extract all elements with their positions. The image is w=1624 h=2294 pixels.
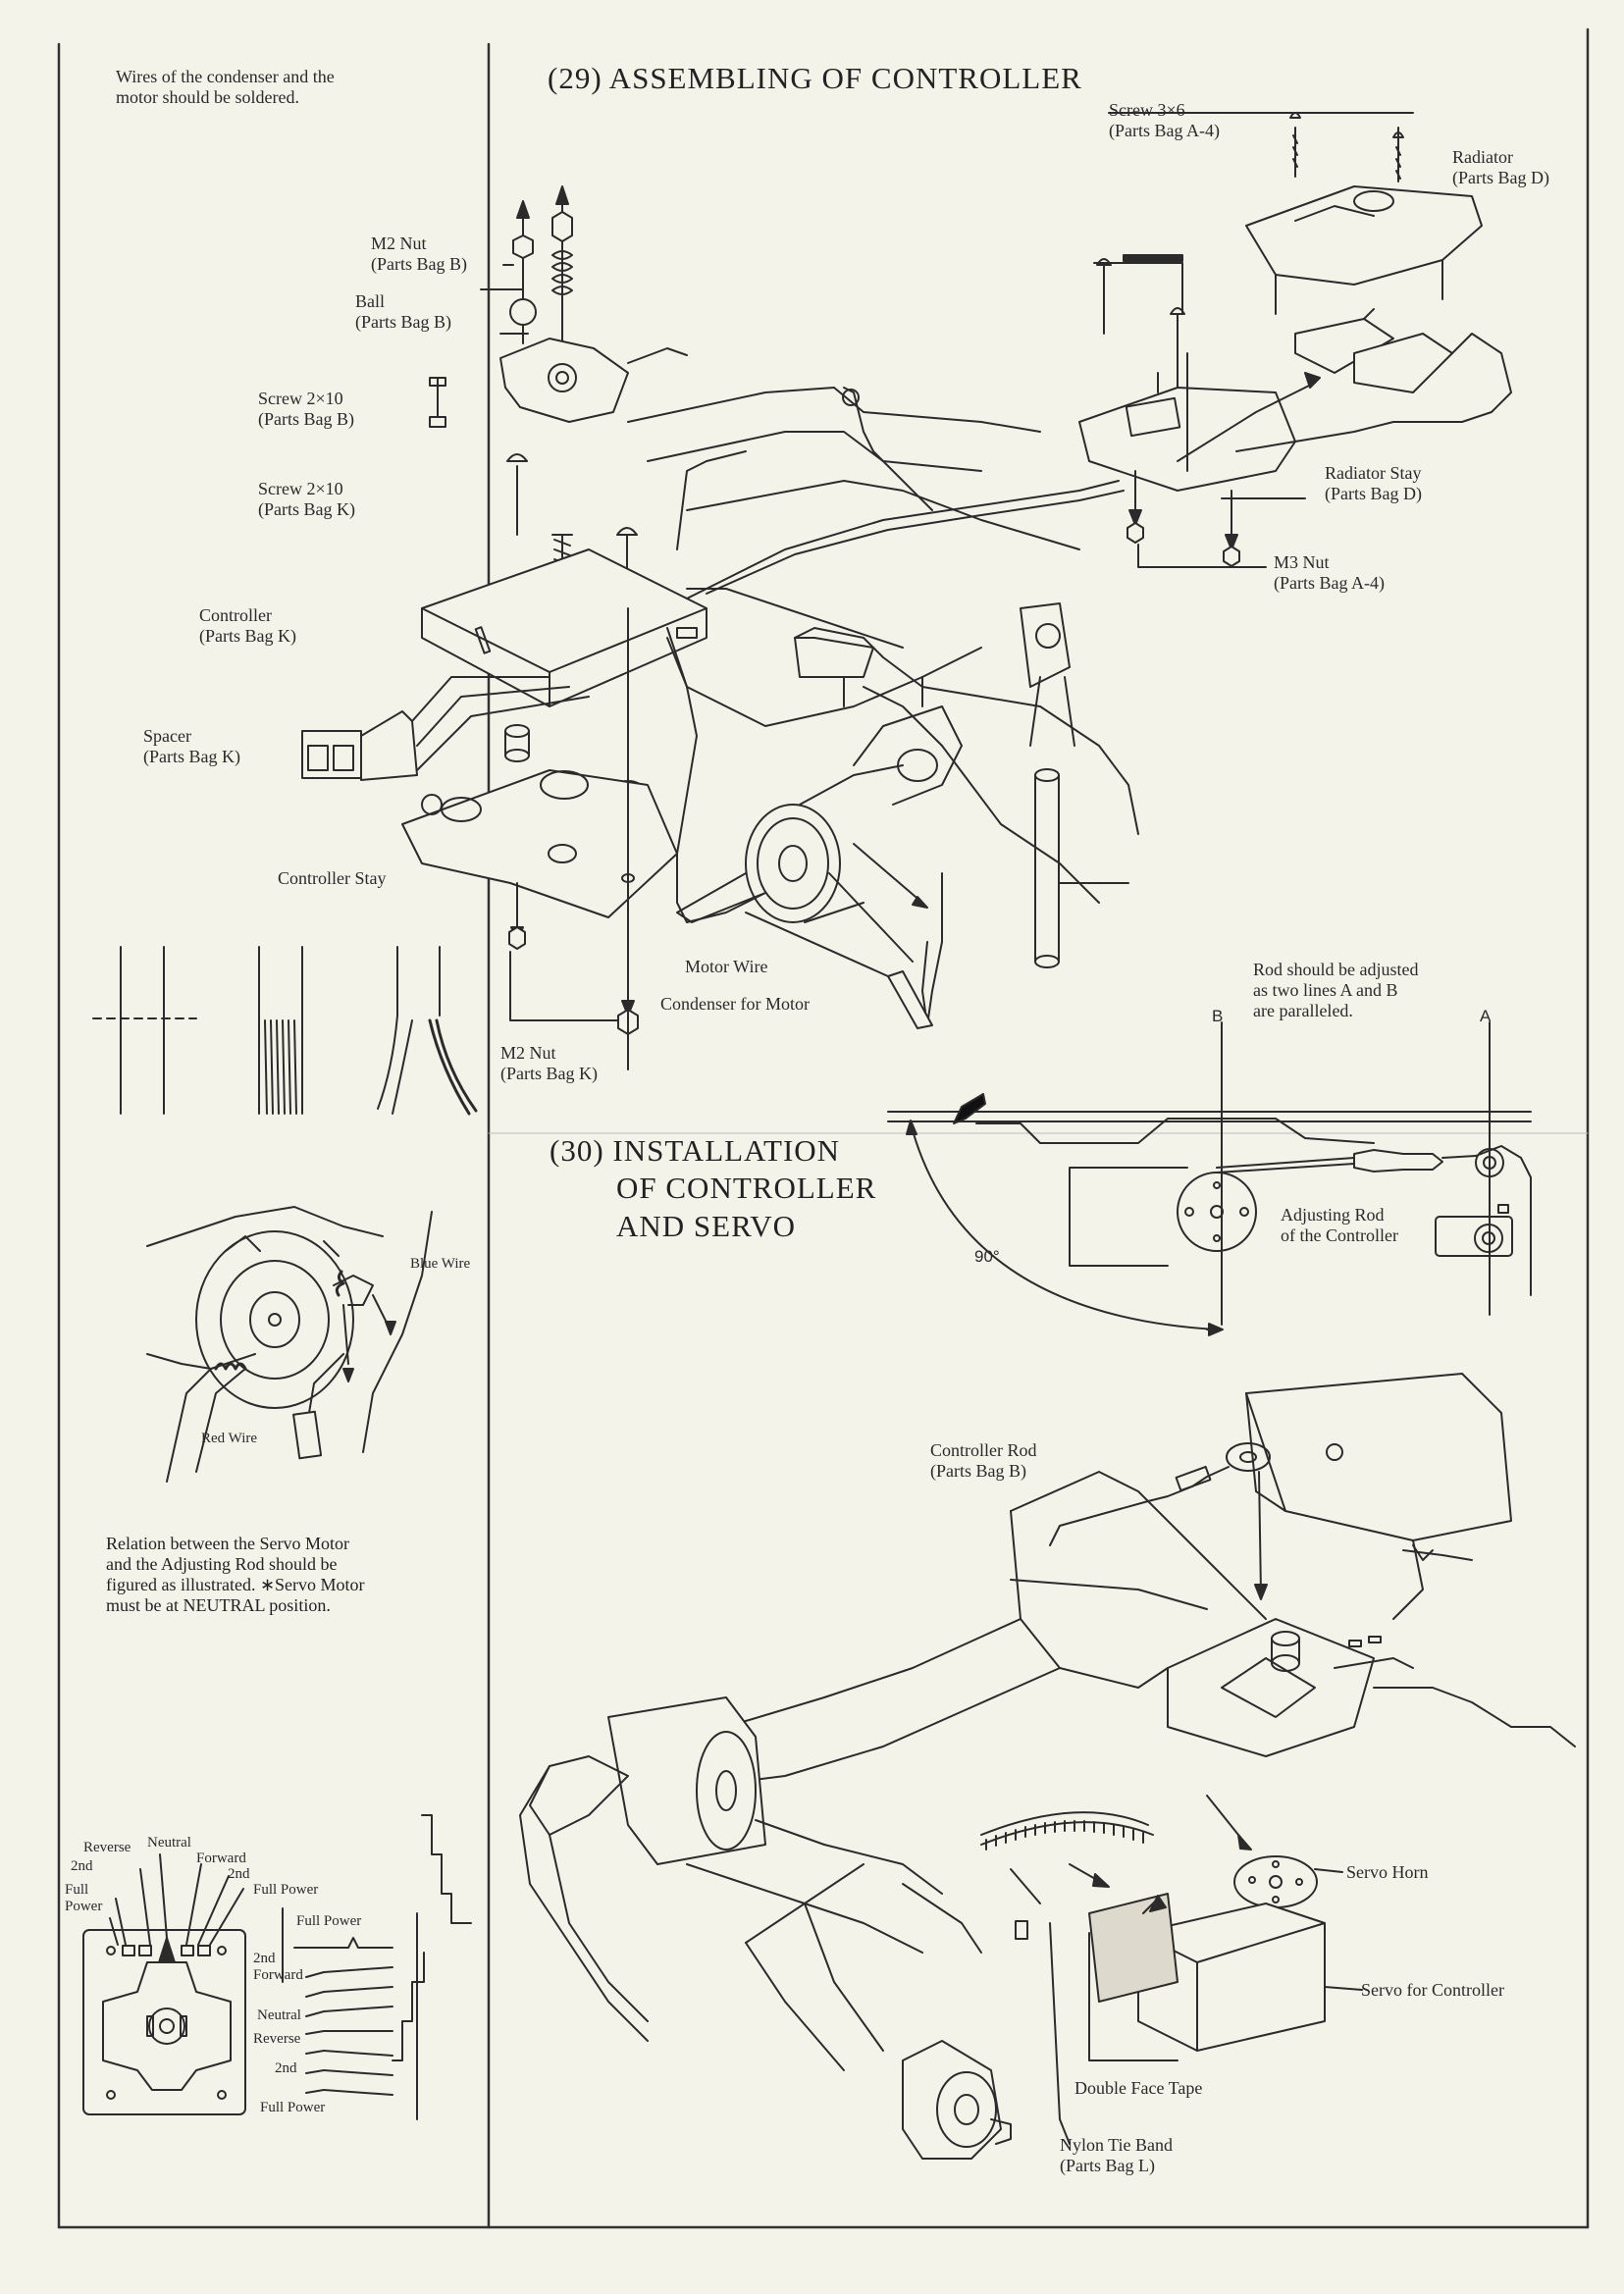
pos-neutral-wire: Neutral <box>257 2007 301 2023</box>
chassis-motor-drawing <box>627 387 1139 1029</box>
solder-note: Wires of the condenser and the motor sho… <box>116 67 335 107</box>
motor-wire-label: Motor Wire <box>685 957 768 976</box>
relation-note: Relation between the Servo Motor and the… <box>106 1534 365 1615</box>
pos-2nd-forward-wire: 2nd Forward <box>253 1951 303 1983</box>
page-frame <box>57 27 1590 2229</box>
rod-alignment-diagram <box>887 1021 1532 1336</box>
pos-full-power-right: Full Power <box>253 1882 319 1898</box>
pos-forward: Forward <box>196 1851 246 1866</box>
pos-full-power-bottom: Full Power <box>260 2100 326 2115</box>
m3-nut-label: M3 Nut (Parts Bag A-4) <box>1274 552 1385 593</box>
radiator-label: Radiator (Parts Bag D) <box>1452 147 1549 187</box>
blue-wire-label: Blue Wire <box>410 1256 471 1272</box>
servo-installation-drawing <box>519 1373 1576 2160</box>
pos-2nd-wire: 2nd <box>275 2060 297 2076</box>
pos-2nd-reverse: 2nd <box>71 1858 93 1874</box>
radiator-stay-label: Radiator Stay (Parts Bag D) <box>1325 463 1422 503</box>
line-b-label: B <box>1212 1007 1224 1025</box>
nylon-tie-band-label: Nylon Tie Band (Parts Bag L) <box>1060 2135 1174 2175</box>
condenser-label: Condenser for Motor <box>660 994 810 1014</box>
pos-reverse: Reverse <box>83 1840 131 1855</box>
angle-label: 90° <box>974 1247 1000 1266</box>
line-a-label: A <box>1480 1007 1492 1025</box>
pos-full-power-top: Full Power <box>296 1913 362 1929</box>
servo-for-controller-label: Servo for Controller <box>1361 1980 1504 2000</box>
m2-nut-bottom-label: M2 Nut (Parts Bag K) <box>500 1043 598 1083</box>
section-30-title-line2: OF CONTROLLER <box>616 1171 877 1205</box>
radiator-assembly-drawing <box>1078 112 1512 568</box>
servo-horn-label: Servo Horn <box>1346 1862 1429 1882</box>
double-face-tape-label: Double Face Tape <box>1074 2078 1203 2098</box>
controller-rod-label: Controller Rod (Parts Bag B) <box>930 1440 1037 1481</box>
section-30-title-line3: AND SERVO <box>616 1209 797 1243</box>
section-30-title-line1: (30) INSTALLATION <box>550 1133 841 1168</box>
m2-nut-top-label: M2 Nut (Parts Bag B) <box>371 234 467 274</box>
section-29-title: (29) ASSEMBLING OF CONTROLLER <box>548 61 1082 95</box>
screw-2x10-k-label: Screw 2×10 (Parts Bag K) <box>258 479 355 519</box>
ball-label: Ball (Parts Bag B) <box>355 291 451 332</box>
motor-wiring-closeup <box>146 1206 433 1483</box>
controller-label: Controller (Parts Bag K) <box>199 605 296 646</box>
pos-full-power-left: Full Power <box>65 1882 103 1914</box>
spacer-label: Spacer (Parts Bag K) <box>143 726 240 766</box>
adjusting-rod-label: Adjusting Rod of the Controller <box>1281 1205 1398 1245</box>
red-wire-label: Red Wire <box>201 1431 258 1446</box>
rod-adjust-note: Rod should be adjusted as two lines A an… <box>1253 960 1419 1020</box>
servo-position-diagram <box>82 1814 472 2120</box>
screw-2x10-b-label: Screw 2×10 (Parts Bag B) <box>258 389 354 429</box>
pos-2nd-forward: 2nd <box>228 1866 250 1882</box>
solder-wire-diagrams <box>92 946 478 1116</box>
pos-neutral: Neutral <box>147 1835 191 1851</box>
controller-stay-label: Controller Stay <box>278 868 387 888</box>
pos-reverse-wire: Reverse <box>253 2031 301 2047</box>
screw-3x6-label: Screw 3×6 (Parts Bag A-4) <box>1109 100 1220 140</box>
controller-assembly-drawing <box>301 185 707 1070</box>
